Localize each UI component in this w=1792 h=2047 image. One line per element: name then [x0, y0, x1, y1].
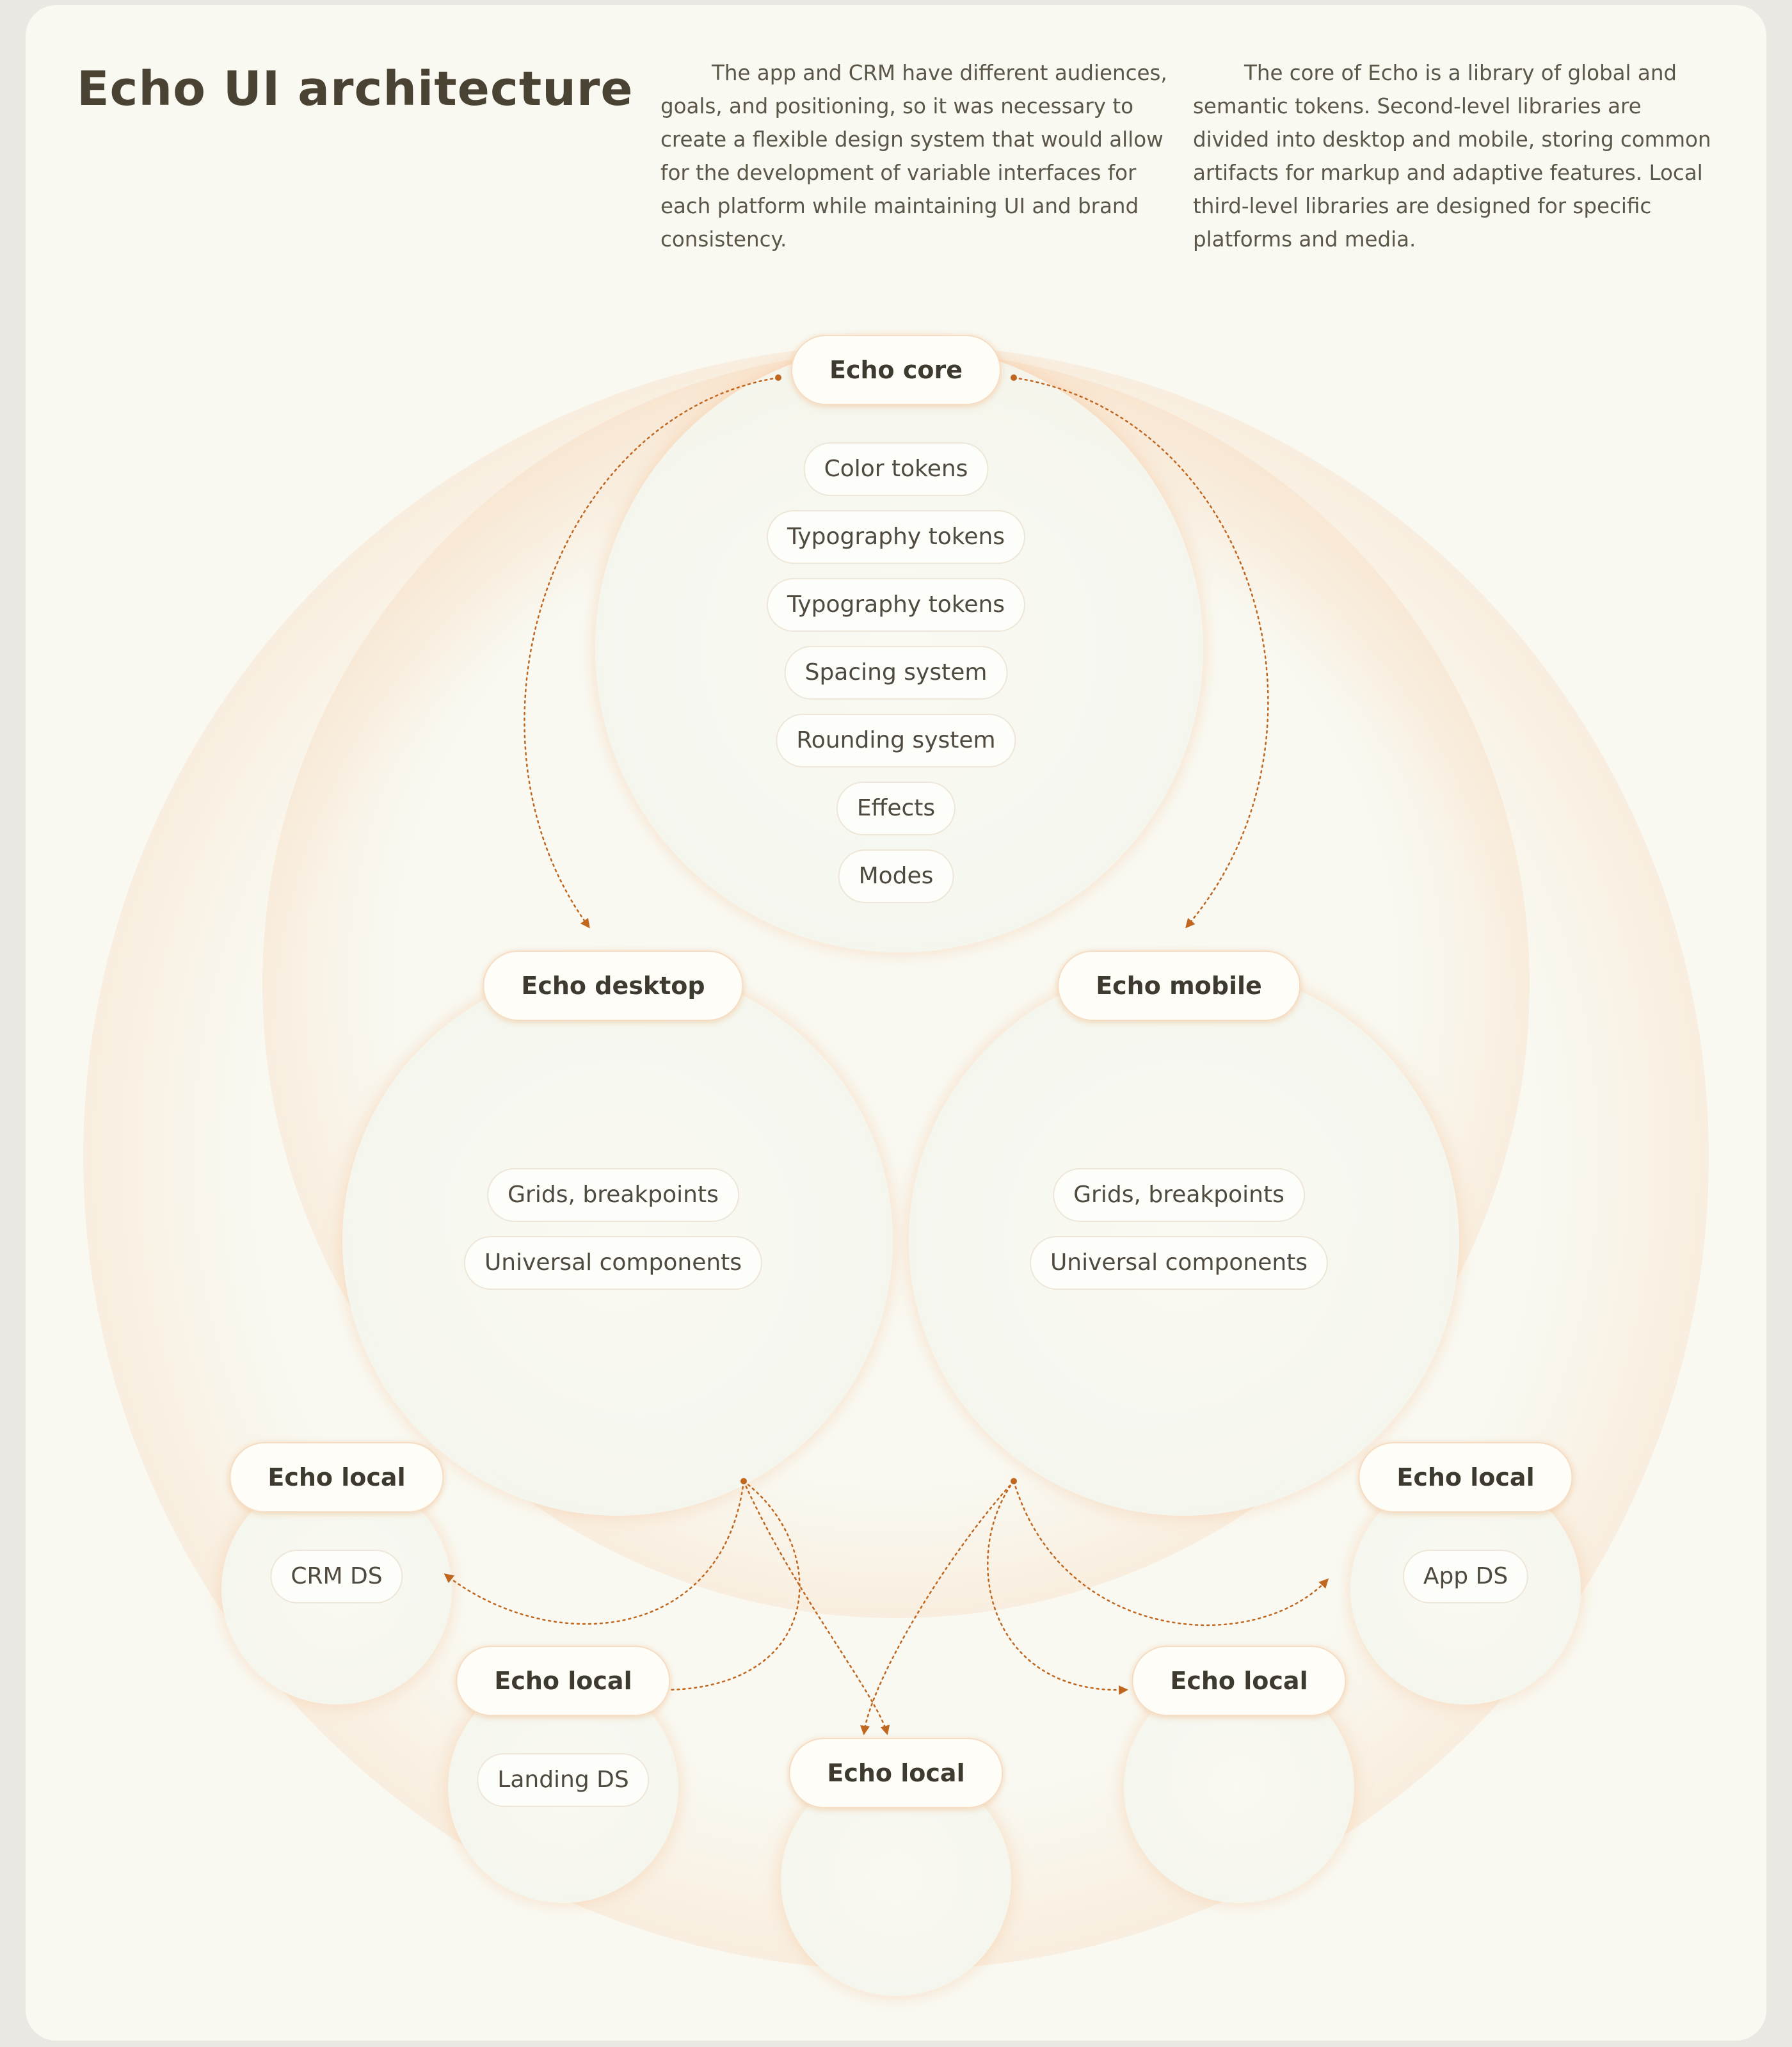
- local-label-right: Echo local: [1132, 1646, 1347, 1716]
- architecture-diagram: Echo core Color tokens Typography tokens…: [26, 5, 1766, 2041]
- local-label-app: Echo local: [1358, 1442, 1573, 1513]
- arrow-desktop-landing: [651, 1480, 801, 1695]
- local-label-center: Echo local: [788, 1738, 1004, 1808]
- core-item-color-tokens: Color tokens: [803, 442, 989, 496]
- mobile-item-grids: Grids, breakpoints: [1053, 1168, 1305, 1222]
- connector-arrows: [444, 374, 1329, 1735]
- arrow-core-mobile: [1012, 376, 1269, 929]
- mobile-label: Echo mobile: [1057, 951, 1300, 1021]
- local-item-app-ds: App DS: [1402, 1550, 1529, 1603]
- core-item-rounding-system: Rounding system: [776, 714, 1016, 767]
- local-item-crm-ds: CRM DS: [270, 1550, 403, 1603]
- arrow-desktop-crm: [444, 1480, 745, 1625]
- desktop-item-grids: Grids, breakpoints: [487, 1168, 739, 1222]
- arrow-mobile-center: [860, 1480, 1015, 1735]
- arrow-mobile-right: [987, 1480, 1128, 1695]
- core-item-effects: Effects: [836, 782, 956, 835]
- core-label: Echo core: [790, 335, 1002, 405]
- local-item-landing-ds: Landing DS: [477, 1753, 650, 1807]
- arrow-core-desktop: [524, 376, 780, 929]
- core-item-typography-tokens-2: Typography tokens: [766, 578, 1026, 632]
- desktop-label: Echo desktop: [483, 951, 744, 1021]
- mobile-item-components: Universal components: [1029, 1236, 1329, 1290]
- arrow-desktop-center: [742, 1480, 890, 1735]
- description-left: The app and CRM have different audiences…: [660, 61, 1167, 252]
- local-label-crm: Echo local: [229, 1442, 444, 1513]
- desktop-item-components: Universal components: [463, 1236, 763, 1290]
- local-label-landing: Echo local: [456, 1646, 671, 1716]
- core-item-spacing-system: Spacing system: [784, 646, 1008, 700]
- page-title: Echo UI architecture: [77, 61, 634, 116]
- core-item-typography-tokens: Typography tokens: [766, 510, 1026, 564]
- core-item-modes: Modes: [838, 849, 954, 903]
- description-right: The core of Echo is a library of global …: [1193, 61, 1711, 252]
- arrow-mobile-app: [1012, 1480, 1329, 1626]
- diagram-card: Echo UI architecture The app and CRM hav…: [26, 5, 1766, 2041]
